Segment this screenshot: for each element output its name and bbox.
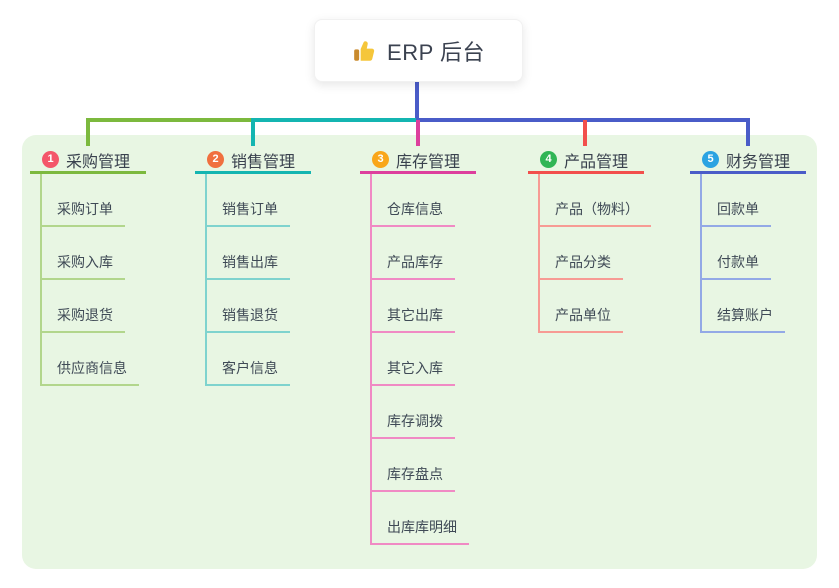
branch-badge-sales: 2 (207, 151, 224, 168)
branch-header-finance[interactable]: 5 财务管理 (690, 148, 806, 174)
branch-vline-purchase (40, 174, 42, 386)
branch-children-finance: 回款单 付款单 结算账户 (700, 174, 806, 333)
child-label: 其它入库 (387, 360, 443, 376)
connector-drop-finance (746, 120, 750, 146)
connector-drop-purchase (86, 120, 90, 146)
child-label: 销售出库 (222, 254, 278, 270)
child-label: 回款单 (717, 201, 759, 217)
connector-bus-sales (251, 118, 420, 122)
child-label: 产品分类 (555, 254, 611, 270)
child-node[interactable]: 产品库存 (370, 227, 455, 280)
child-label: 销售订单 (222, 201, 278, 217)
root-label: ERP 后台 (387, 39, 485, 65)
branch-vline-finance (700, 174, 702, 333)
branch-header-sales[interactable]: 2 销售管理 (195, 148, 311, 174)
connector-drop-inventory (416, 120, 420, 146)
branch-vline-inventory (370, 174, 372, 545)
child-label: 产品（物料） (555, 201, 639, 217)
branch-label-finance: 财务管理 (726, 153, 791, 171)
child-label: 其它出库 (387, 307, 443, 323)
child-node[interactable]: 产品分类 (538, 227, 623, 280)
branch-label-purchase: 采购管理 (66, 153, 131, 171)
child-label: 采购退货 (57, 307, 113, 323)
child-node[interactable]: 其它入库 (370, 333, 455, 386)
branch-children-purchase: 采购订单 采购入库 采购退货 供应商信息 (40, 174, 146, 386)
child-node[interactable]: 供应商信息 (40, 333, 139, 386)
branch-header-inventory[interactable]: 3 库存管理 (360, 148, 476, 174)
branch-finance: 5 财务管理 回款单 付款单 结算账户 (690, 148, 806, 333)
child-node[interactable]: 销售出库 (205, 227, 290, 280)
child-node[interactable]: 销售订单 (205, 174, 290, 227)
connector-bus-purchase (86, 118, 255, 122)
child-label: 库存盘点 (387, 466, 443, 482)
child-node[interactable]: 其它出库 (370, 280, 455, 333)
branch-header-product[interactable]: 4 产品管理 (528, 148, 644, 174)
branch-label-product: 产品管理 (564, 153, 629, 171)
branch-children-sales: 销售订单 销售出库 销售退货 客户信息 (205, 174, 311, 386)
child-node[interactable]: 回款单 (700, 174, 771, 227)
child-label: 采购入库 (57, 254, 113, 270)
root-node[interactable]: ERP 后台 (314, 19, 523, 82)
child-label: 供应商信息 (57, 360, 127, 376)
branch-label-sales: 销售管理 (231, 153, 296, 171)
child-label: 出库库明细 (387, 519, 457, 535)
child-node[interactable]: 仓库信息 (370, 174, 455, 227)
branch-vline-sales (205, 174, 207, 386)
child-node[interactable]: 库存盘点 (370, 439, 455, 492)
child-node[interactable]: 采购订单 (40, 174, 125, 227)
connector-drop-product (583, 120, 587, 146)
thumbs-up-icon (354, 40, 375, 61)
branch-badge-inventory: 3 (372, 151, 389, 168)
child-label: 产品单位 (555, 307, 611, 323)
child-node[interactable]: 结算账户 (700, 280, 785, 333)
child-node[interactable]: 产品（物料） (538, 174, 651, 227)
child-label: 客户信息 (222, 360, 278, 376)
child-node[interactable]: 库存调拨 (370, 386, 455, 439)
branch-inventory: 3 库存管理 仓库信息 产品库存 其它出库 其它入库 库存调拨 库存盘点 出库库… (360, 148, 476, 545)
child-node[interactable]: 出库库明细 (370, 492, 469, 545)
connector-drop-sales (251, 120, 255, 146)
child-node[interactable]: 销售退货 (205, 280, 290, 333)
branch-purchase: 1 采购管理 采购订单 采购入库 采购退货 供应商信息 (30, 148, 146, 386)
child-label: 采购订单 (57, 201, 113, 217)
child-node[interactable]: 付款单 (700, 227, 771, 280)
mindmap-panel (22, 135, 817, 569)
branch-children-product: 产品（物料） 产品分类 产品单位 (538, 174, 651, 333)
child-label: 付款单 (717, 254, 759, 270)
branch-header-purchase[interactable]: 1 采购管理 (30, 148, 146, 174)
child-label: 结算账户 (717, 307, 773, 323)
child-node[interactable]: 采购退货 (40, 280, 125, 333)
child-label: 产品库存 (387, 254, 443, 270)
branch-badge-finance: 5 (702, 151, 719, 168)
branch-badge-product: 4 (540, 151, 557, 168)
child-label: 销售退货 (222, 307, 278, 323)
child-label: 库存调拨 (387, 413, 443, 429)
child-node[interactable]: 客户信息 (205, 333, 290, 386)
branch-product: 4 产品管理 产品（物料） 产品分类 产品单位 (528, 148, 651, 333)
child-label: 仓库信息 (387, 201, 443, 217)
branch-children-inventory: 仓库信息 产品库存 其它出库 其它入库 库存调拨 库存盘点 出库库明细 (370, 174, 476, 545)
branch-label-inventory: 库存管理 (396, 153, 461, 171)
branch-vline-product (538, 174, 540, 333)
branch-sales: 2 销售管理 销售订单 销售出库 销售退货 客户信息 (195, 148, 311, 386)
connector-root-stem (415, 82, 419, 120)
child-node[interactable]: 产品单位 (538, 280, 623, 333)
branch-badge-purchase: 1 (42, 151, 59, 168)
child-node[interactable]: 采购入库 (40, 227, 125, 280)
